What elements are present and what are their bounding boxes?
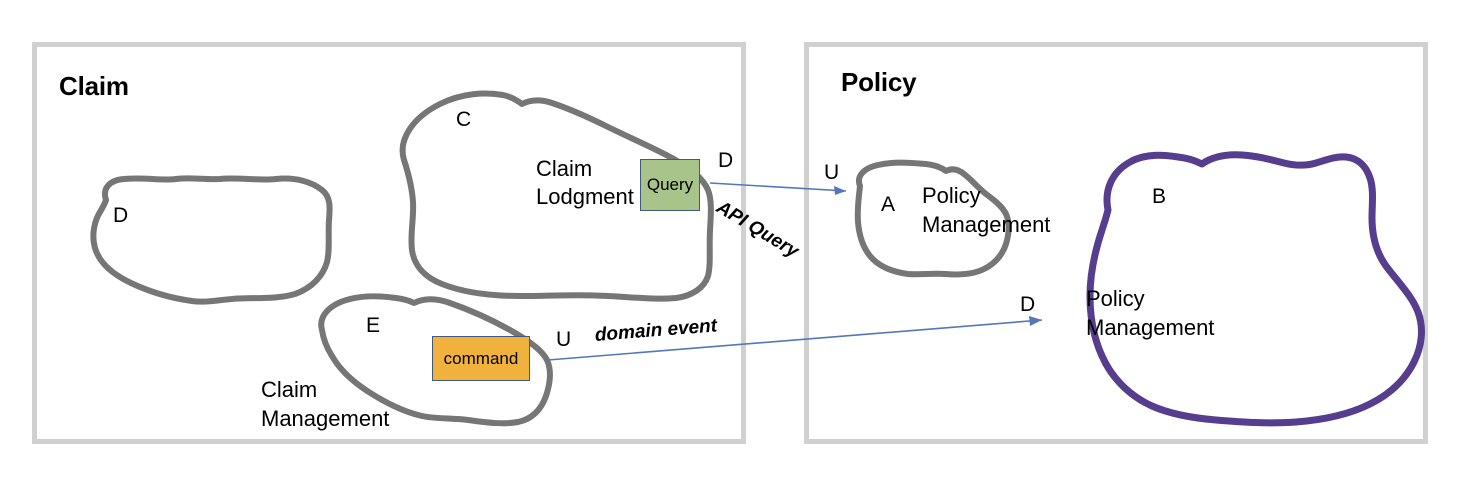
subdomain-name-policy-management-a-line1: Policy xyxy=(922,183,981,208)
context-title-policy: Policy xyxy=(841,67,917,97)
subdomain-name-policy-management-a-line2: Management xyxy=(922,212,1051,237)
subdomain-name-claim-lodgment-line2: Lodgment xyxy=(536,184,634,209)
role-label-api-query-downstream: D xyxy=(718,149,734,172)
stereotype-chip-query-label: Query xyxy=(646,175,694,194)
subdomain-letter-claim-d: D xyxy=(113,204,129,227)
role-label-domain-event-downstream: D xyxy=(1020,293,1036,316)
subdomain-letter-policy-management-a: A xyxy=(881,193,896,216)
role-label-domain-event-upstream: U xyxy=(556,328,572,351)
bounded-context-policy[interactable]: Policy xyxy=(804,42,1428,444)
subdomain-name-policy-management-b-line1: Policy xyxy=(1086,286,1145,311)
subdomain-name-claim-management-line2: Management xyxy=(261,406,390,431)
subdomain-letter-claim-lodgment: C xyxy=(456,108,472,131)
stereotype-chip-command[interactable]: command xyxy=(432,336,530,381)
stereotype-chip-query[interactable]: Query xyxy=(640,159,700,211)
subdomain-name-claim-management-line1: Claim xyxy=(261,377,318,402)
role-label-api-query-upstream: U xyxy=(824,161,840,184)
bounded-context-claim[interactable]: Claim xyxy=(32,42,746,444)
context-title-claim: Claim xyxy=(59,71,129,101)
subdomain-letter-claim-management: E xyxy=(366,314,381,337)
stereotype-chip-command-label: command xyxy=(443,348,519,368)
subdomain-name-policy-management-b-line2: Management xyxy=(1086,315,1215,340)
subdomain-name-claim-lodgment-line1: Claim xyxy=(536,156,593,181)
subdomain-letter-policy-management-b: B xyxy=(1152,185,1167,208)
